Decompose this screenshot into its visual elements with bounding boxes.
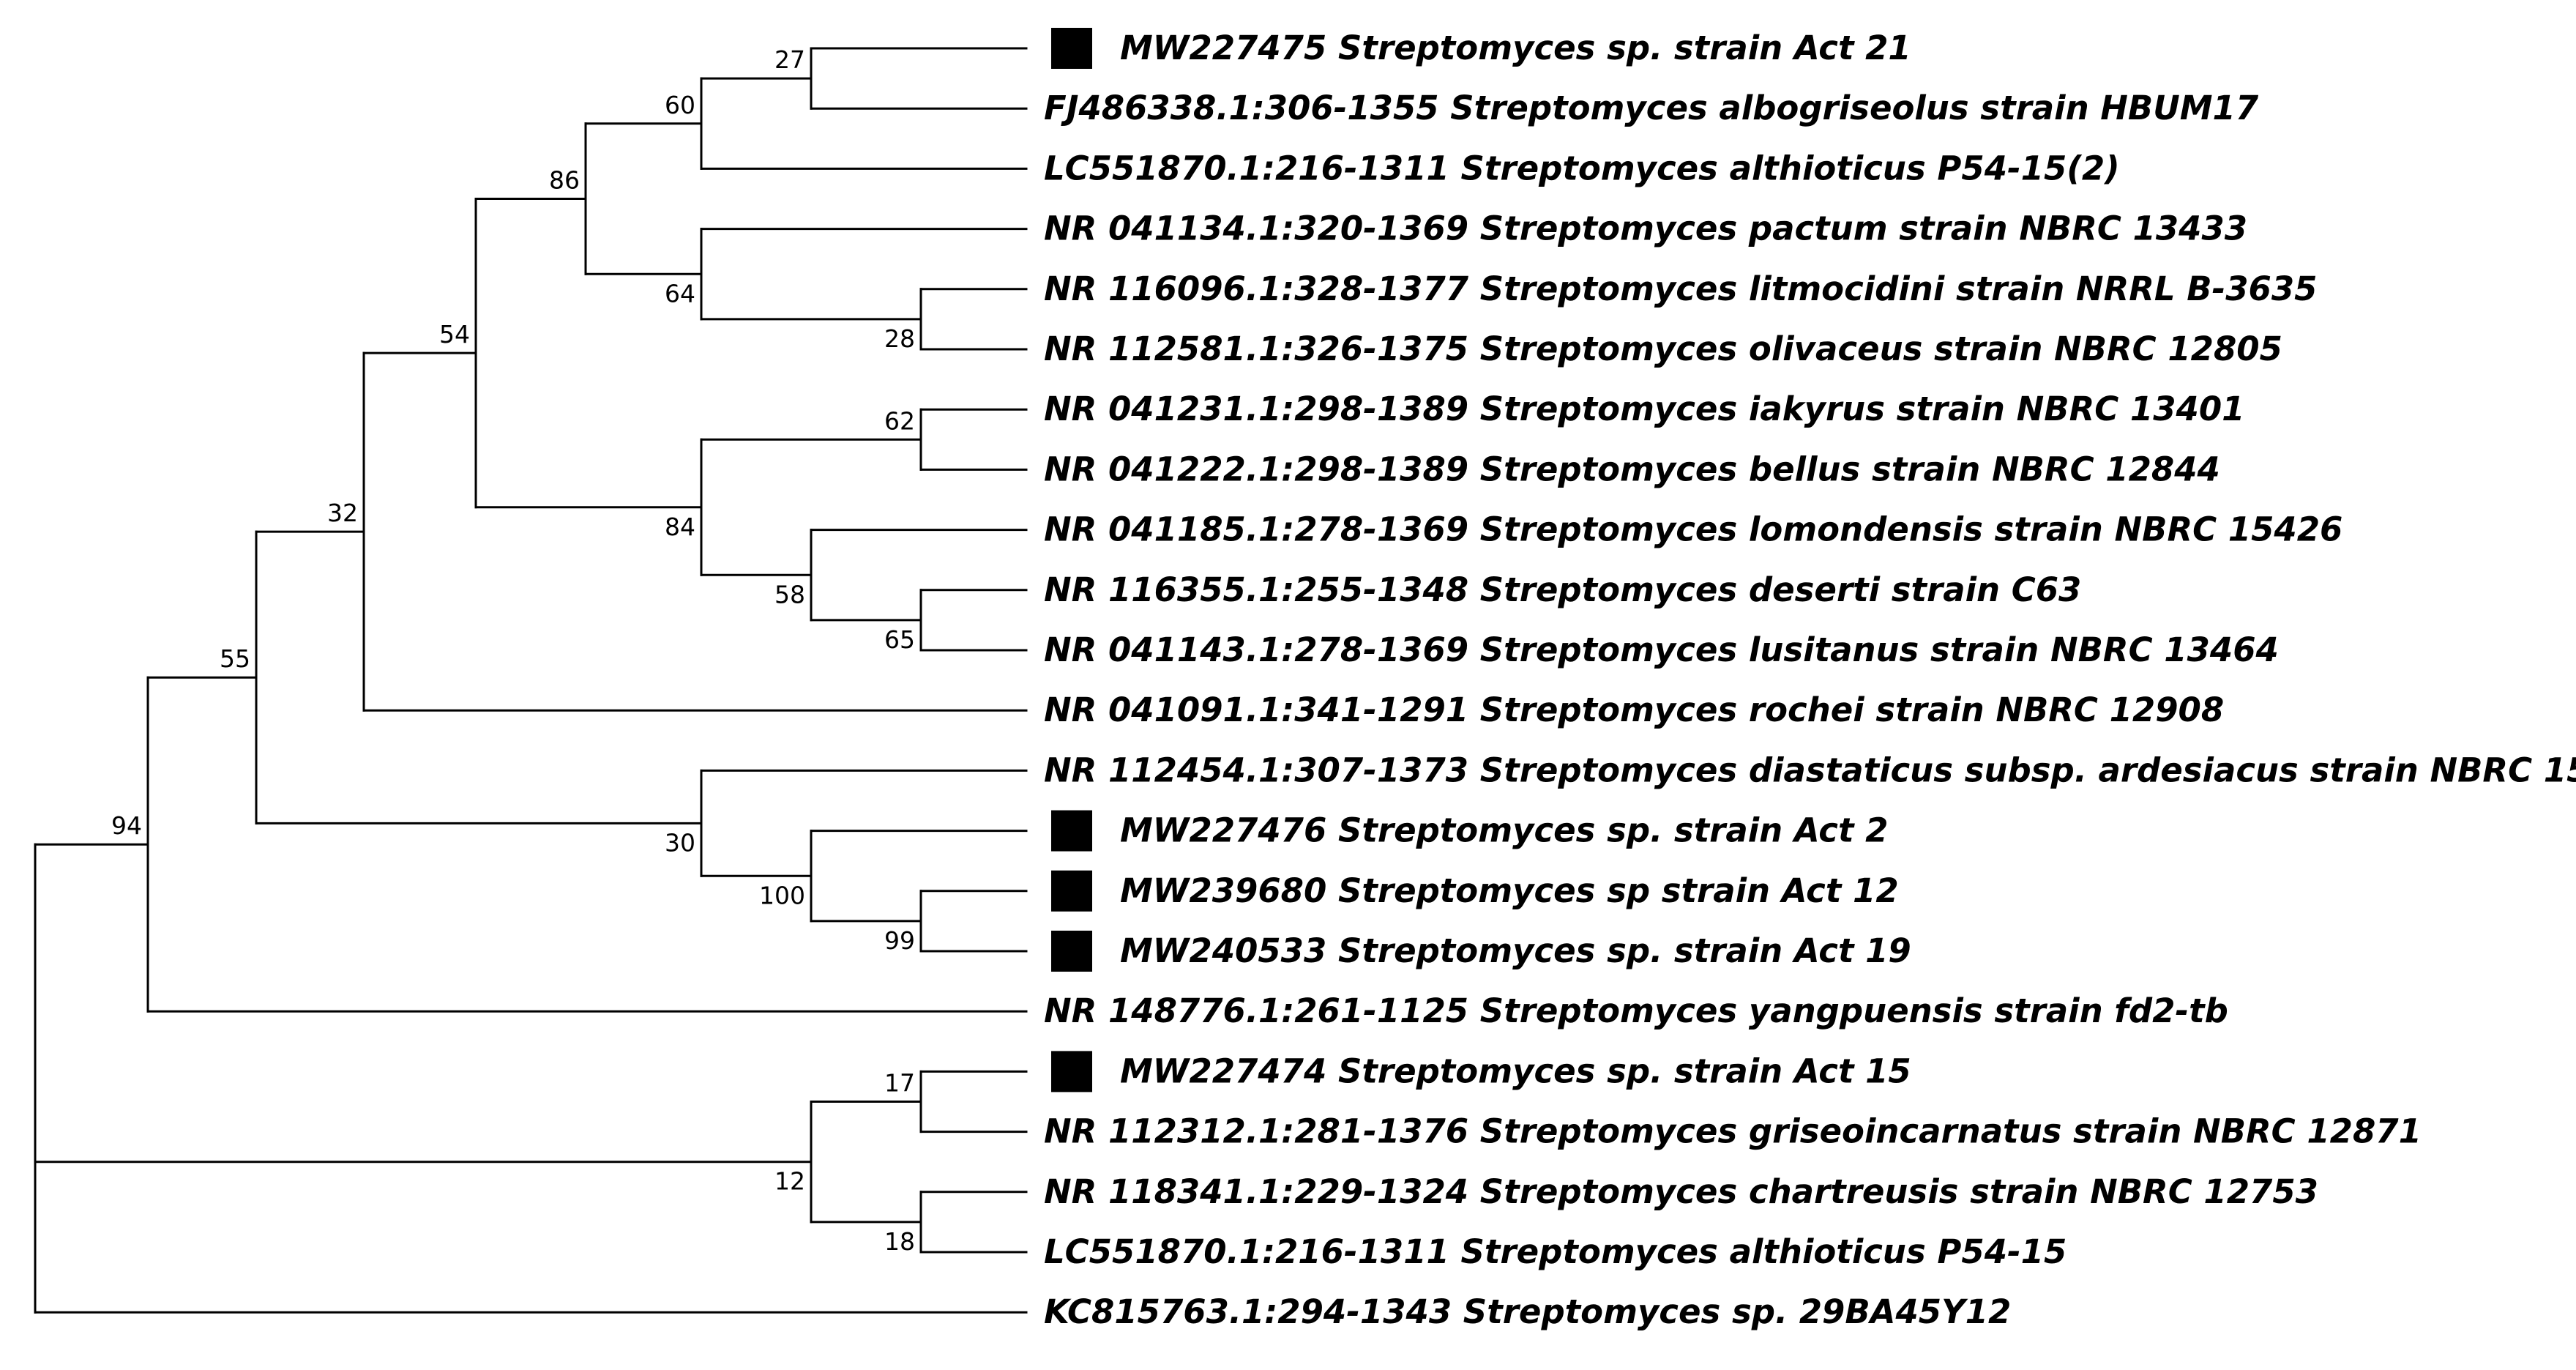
isolate-marker-square (1051, 28, 1092, 69)
branch-layer (34, 47, 1028, 1314)
bootstrap-value: 55 (220, 644, 250, 673)
bootstrap-layer: 94 55 32 54 86 60 27 64 28 84 62 58 65 30 100 99 12 17 18 (111, 45, 915, 1256)
taxon-label: MW227476 Streptomyces sp. strain Act 2 (1120, 811, 1888, 850)
bootstrap-value: 64 (665, 279, 695, 308)
bootstrap-value: 58 (774, 580, 805, 608)
taxon-label: MW227474 Streptomyces sp. strain Act 15 (1120, 1051, 1911, 1090)
bootstrap-value: 27 (774, 45, 805, 74)
taxon-label: LC551870.1:216-1311 Streptomyces althiot… (1044, 149, 2120, 187)
taxon-label: NR 112581.1:326-1375 Streptomyces olivac… (1044, 330, 2282, 368)
taxon-label-layer: MW227475 Streptomyces sp. strain Act 21 F… (1044, 28, 2576, 1331)
taxon-label: MW239680 Streptomyces sp strain Act 12 (1120, 871, 1899, 910)
isolate-marker-square (1051, 931, 1092, 972)
bootstrap-value: 54 (439, 320, 470, 349)
taxon-label: LC551870.1:216-1311 Streptomyces althiot… (1044, 1232, 2067, 1271)
bootstrap-value: 18 (884, 1227, 915, 1256)
bootstrap-value: 28 (884, 324, 915, 353)
isolate-marker-square (1051, 810, 1092, 852)
taxon-label: NR 041222.1:298-1389 Streptomyces bellus… (1044, 450, 2220, 488)
taxon-label: MW240533 Streptomyces sp. strain Act 19 (1120, 931, 1911, 970)
taxon-label: KC815763.1:294-1343 Streptomyces sp. 29B… (1044, 1292, 2011, 1331)
taxon-label: NR 118341.1:229-1324 Streptomyces chartr… (1044, 1172, 2318, 1211)
bootstrap-value: 99 (884, 926, 915, 955)
bootstrap-value: 65 (884, 625, 915, 654)
taxon-label: NR 112312.1:281-1376 Streptomyces griseo… (1044, 1112, 2422, 1151)
bootstrap-value: 12 (774, 1167, 805, 1196)
bootstrap-value: 62 (884, 406, 915, 435)
bootstrap-value: 60 (665, 91, 695, 119)
bootstrap-value: 17 (884, 1069, 915, 1098)
bootstrap-value: 100 (759, 881, 805, 909)
bootstrap-value: 94 (111, 811, 142, 840)
taxon-label: NR 041231.1:298-1389 Streptomyces iakyru… (1044, 390, 2244, 428)
bootstrap-value: 30 (665, 828, 695, 857)
taxon-label: NR 116355.1:255-1348 Streptomyces desert… (1044, 570, 2081, 609)
taxon-label: NR 041185.1:278-1369 Streptomyces lomond… (1044, 510, 2342, 549)
isolate-marker-square (1051, 870, 1092, 912)
bootstrap-value: 32 (327, 499, 358, 527)
taxon-label: NR 148776.1:261-1125 Streptomyces yangpu… (1044, 991, 2228, 1030)
taxon-label: FJ486338.1:306-1355 Streptomyces albogri… (1044, 89, 2259, 127)
isolate-marker-square (1051, 1051, 1092, 1092)
bootstrap-value: 86 (549, 166, 580, 195)
taxon-label: MW227475 Streptomyces sp. strain Act 21 (1120, 29, 1911, 67)
bootstrap-value: 84 (665, 513, 695, 541)
taxon-label: NR 112454.1:307-1373 Streptomyces diasta… (1044, 751, 2576, 789)
taxon-label: NR 041091.1:341-1291 Streptomyces rochei… (1044, 690, 2224, 729)
taxon-label: NR 041143.1:278-1369 Streptomyces lusita… (1044, 630, 2279, 669)
taxon-label: NR 041134.1:320-1369 Streptomyces pactum… (1044, 209, 2247, 248)
taxon-label: NR 116096.1:328-1377 Streptomyces litmoc… (1044, 269, 2317, 308)
